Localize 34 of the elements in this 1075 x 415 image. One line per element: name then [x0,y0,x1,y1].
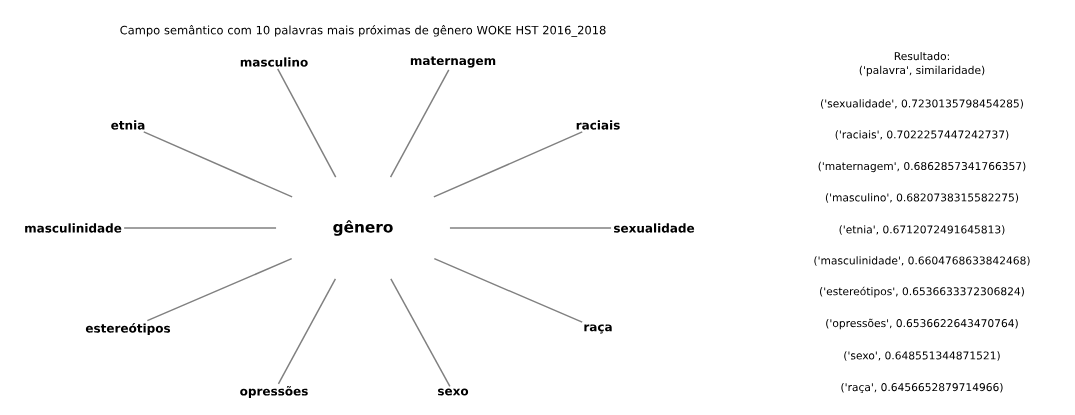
connector-line [123,227,277,229]
result-text: ('palavra', similaridade) [859,65,985,77]
result-text: ('sexo', 0.648551344871521) [844,351,1000,361]
result-text: ('opressões', 0.6536622643470764) [826,318,1018,330]
connector-line [433,257,583,323]
connector-line [433,131,583,198]
connector-line [449,227,612,229]
word-label: estereótipos [85,322,171,336]
result-text: ('raça', 0.6456652879714966) [841,382,1003,394]
result-text: ('masculinidade', 0.6604768633842468) [814,256,1030,266]
result-text: ('raciais', 0.7022257447242737) [835,130,1009,140]
word-label: masculino [240,57,308,67]
connector-line [390,278,451,388]
result-text: ('etnia', 0.6712072491645813) [839,225,1005,235]
center-word: gênero [333,220,393,236]
word-label: raça [584,324,612,334]
word-label: masculinidade [25,223,122,233]
connector-line [143,131,293,198]
word-label: maternagem [410,56,496,68]
connector-line [277,278,337,385]
connector-line [389,69,450,178]
word-label: raciais [576,120,620,130]
connector-line [146,257,293,322]
result-text: ('masculino', 0.6820738315582275) [825,193,1019,203]
word-label: opressões [240,386,308,398]
result-text: ('sexualidade', 0.7230135798454285) [821,99,1023,109]
result-text: ('maternagem', 0.6862857341766357) [818,161,1026,173]
connector-line [276,68,337,178]
chart-title: Campo semântico com 10 palavras mais próximas de gênero WOKE HST 2016_2018 [120,25,606,37]
word-label: sexo [438,388,469,396]
result-text: Resultado: [894,51,949,61]
word-label: sexualidade [614,223,695,233]
word-label: etnia [111,120,145,130]
result-text: ('estereótipos', 0.6536633372306824) [820,286,1024,298]
